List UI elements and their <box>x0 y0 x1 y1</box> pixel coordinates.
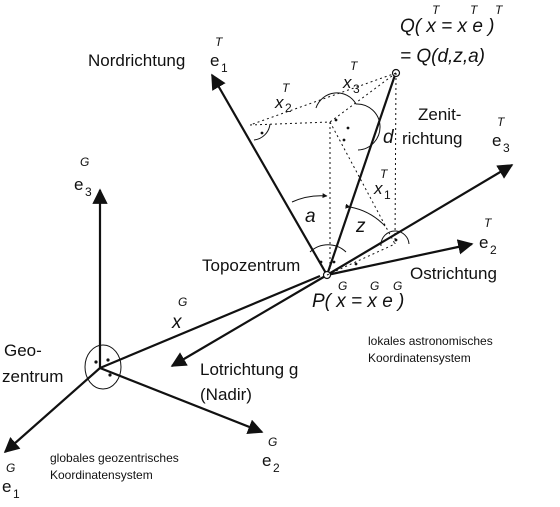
sup-t-e1: T <box>215 35 224 49</box>
label-nadir: (Nadir) <box>200 385 252 404</box>
label-richtung: richtung <box>402 129 462 148</box>
vector-e1-t: e <box>210 51 219 70</box>
proj-q-to-ground <box>394 72 397 245</box>
right-angle-ground <box>380 230 410 247</box>
vector-e3-t-sub: 3 <box>503 141 510 155</box>
label-angle-z: z <box>355 216 366 237</box>
proj-x2-horizontal <box>249 121 331 126</box>
p-sup-g1: G <box>338 279 347 293</box>
sup-g-e1: G <box>6 461 15 475</box>
label-globales-1: globales geozentrisches <box>50 451 179 465</box>
p-expression: P( x = x e ) <box>312 291 404 312</box>
label-zenit: Zenit- <box>418 105 461 124</box>
vector-x3-sub: 3 <box>353 82 360 96</box>
vector-x2: x <box>274 93 284 112</box>
q-expression: Q( x = x e ) <box>400 16 495 37</box>
proj-ground-diag <box>329 121 396 245</box>
topocenter-angle-mark <box>309 244 347 253</box>
sup-g-e3: G <box>80 155 89 169</box>
right-angle-x2-dot <box>260 131 264 135</box>
label-globales-2: Koordinatensystem <box>50 468 153 482</box>
proj-q-to-x3 <box>329 72 397 123</box>
topo-dot-3 <box>354 262 358 266</box>
geocenter-angle-mark <box>84 344 122 390</box>
label-distance-d: d <box>383 127 395 148</box>
sup-g-e2: G <box>268 435 277 449</box>
right-angle-x3-dot-2 <box>346 126 350 130</box>
label-ostrichtung: Ostrichtung <box>410 264 497 283</box>
distance-vector-d <box>325 74 397 276</box>
vector-e3-g: e <box>74 175 83 194</box>
t-east-axis <box>326 239 474 277</box>
q-sup-t2: T <box>470 3 479 17</box>
g-e1-axis <box>3 367 101 454</box>
proj-x1-ray <box>326 243 396 276</box>
position-vector-x <box>99 274 321 370</box>
label-lokales-1: lokales astronomisches <box>368 334 493 348</box>
sup-t-x1: T <box>380 167 389 181</box>
topo-dot-1 <box>319 260 323 264</box>
right-angle-x2 <box>253 123 271 141</box>
vector-e1-t-sub: 1 <box>221 61 228 75</box>
q-sup-t3: T <box>495 3 504 17</box>
label-nordrichtung: Nordrichtung <box>88 51 185 70</box>
label-geo: Geo- <box>4 341 42 360</box>
sup-g-x: G <box>178 295 187 309</box>
p-sup-g3: G <box>393 279 402 293</box>
vector-x3: x <box>342 73 352 92</box>
proj-q-to-x2 <box>249 72 397 126</box>
vector-e3-g-sub: 3 <box>85 185 92 199</box>
plumb-line-g <box>170 274 328 367</box>
t-zenith-axis <box>326 164 514 276</box>
vector-x2-sub: 2 <box>285 101 292 115</box>
right-angle-ground-dot <box>394 238 398 242</box>
geocenter-dot-3 <box>108 373 112 377</box>
label-topozentrum: Topozentrum <box>202 256 300 275</box>
label-lotrichtung: Lotrichtung g <box>200 360 298 379</box>
vector-x1: x <box>373 179 383 198</box>
topo-dot-2 <box>332 260 336 264</box>
angle-arc-a <box>291 193 328 203</box>
label-zentrum: zentrum <box>2 367 63 386</box>
q-equals-expression: = Q(d,z,a) <box>400 46 485 67</box>
vector-e3-t: e <box>492 131 501 150</box>
geocenter-dot-1 <box>94 360 98 364</box>
geocenter-dot-2 <box>106 358 110 362</box>
t-north-axis <box>211 73 328 276</box>
vector-e2-t-sub: 2 <box>490 243 497 257</box>
q-sup-t1: T <box>432 3 441 17</box>
label-lokales-2: Koordinatensystem <box>368 351 471 365</box>
right-angle-x3 <box>315 92 381 151</box>
vector-x-g: x <box>171 312 183 333</box>
vector-e2-g: e <box>262 451 271 470</box>
right-angle-x3-dot-1 <box>334 118 338 122</box>
sup-t-x2: T <box>282 81 291 95</box>
vector-e2-g-sub: 2 <box>273 461 280 475</box>
vector-e1-g-sub: 1 <box>13 487 20 501</box>
sup-t-e3: T <box>497 115 506 129</box>
label-angle-a: a <box>305 206 316 227</box>
vector-x1-sub: 1 <box>384 188 391 202</box>
g-e2-axis <box>99 366 264 435</box>
sup-t-e2: T <box>484 216 493 230</box>
vector-e2-t: e <box>479 233 488 252</box>
angle-arc-z <box>345 203 386 227</box>
vector-e1-g: e <box>2 477 11 496</box>
sup-t-x3: T <box>350 59 359 73</box>
p-sup-g2: G <box>370 279 379 293</box>
right-angle-x3-dot-3 <box>342 138 346 142</box>
